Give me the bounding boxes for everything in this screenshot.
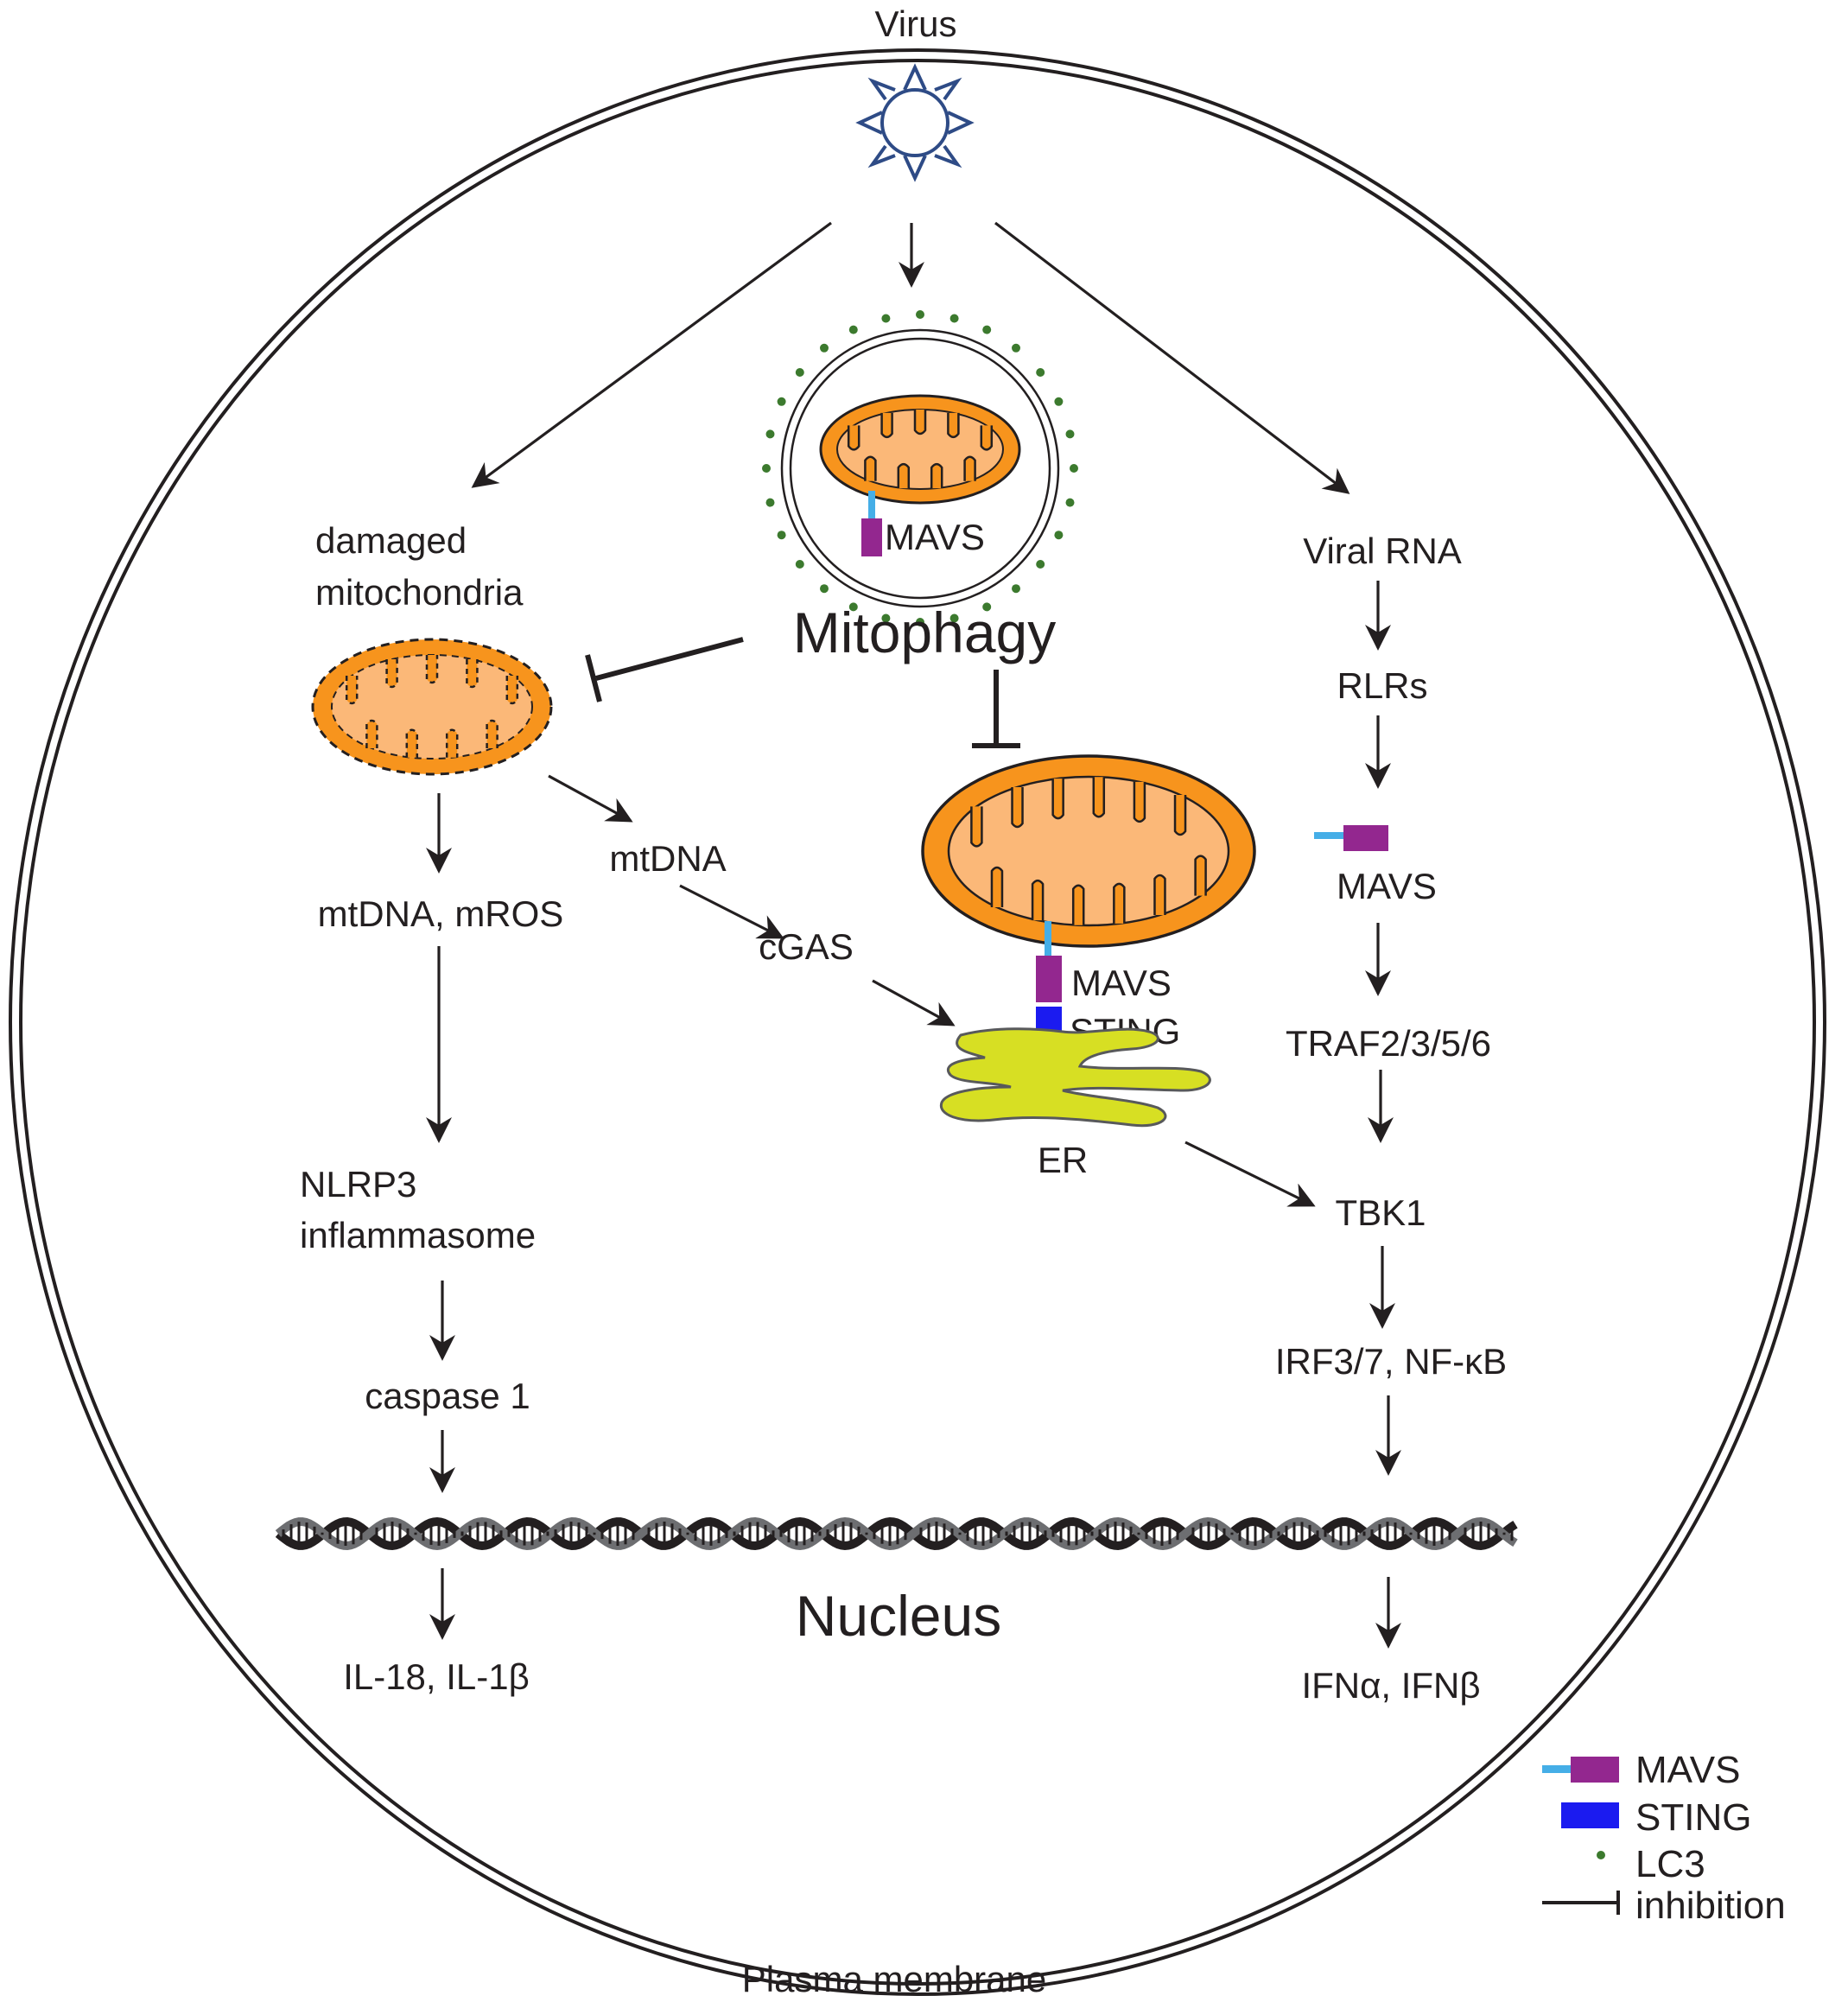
- lc3-dot: [1065, 429, 1075, 439]
- legend-mavs-label: MAVS: [1635, 1749, 1740, 1791]
- mtdna-mros-label: mtDNA, mROS: [318, 893, 564, 934]
- er-shape: [939, 1027, 1211, 1128]
- damaged-mito-label-2: mitochondria: [315, 572, 524, 613]
- legend-sting-swatch: [1561, 1802, 1619, 1828]
- arrow-er-to-tbk1: [1184, 1141, 1316, 1207]
- mavs-linker-autophagosome: [868, 491, 875, 518]
- irf-label: IRF3/7, NF-κB: [1275, 1341, 1507, 1382]
- lc3-dot: [765, 498, 775, 507]
- lc3-dot: [982, 602, 992, 612]
- arrow-cgas-to-sting: [872, 979, 956, 1026]
- il-label: IL-18, IL-1β: [343, 1656, 530, 1697]
- viral-rna-label: Viral RNA: [1303, 531, 1462, 571]
- legend-sting-label: STING: [1635, 1796, 1751, 1839]
- er-label: ER: [1038, 1140, 1088, 1180]
- lc3-dot: [762, 464, 771, 473]
- arrow-virus-to-damaged-mito: [471, 221, 832, 488]
- traf-label: TRAF2/3/5/6: [1286, 1023, 1491, 1064]
- lc3-dot: [777, 531, 786, 540]
- virus-icon: [855, 63, 975, 182]
- lc3-dot: [1070, 464, 1078, 473]
- lc3-dot: [949, 613, 959, 623]
- mitochondrion-cristae: [970, 777, 1207, 925]
- mavs-autophagosome-label: MAVS: [885, 517, 985, 557]
- lc3-dot: [881, 314, 891, 323]
- arrow-damaged-mito-to-mtdna: [548, 774, 633, 823]
- legend-lc3-dot: [1597, 1851, 1605, 1859]
- lc3-dot: [777, 397, 786, 406]
- mavs-right-label: MAVS: [1337, 866, 1437, 906]
- legend: MAVS STING LC3 inhibition: [1542, 1749, 1786, 1927]
- mavs-autophagosome: [861, 518, 882, 556]
- lc3-dot: [916, 618, 924, 626]
- virus-label: Virus: [875, 3, 957, 44]
- lc3-dot: [1065, 498, 1075, 507]
- nlrp3-label-1: NLRP3: [300, 1164, 416, 1204]
- arrow-virus-to-viral-rna: [994, 221, 1350, 494]
- lc3-dot: [916, 310, 924, 319]
- damaged-cristae: [345, 655, 519, 758]
- cgas-label: cGAS: [759, 926, 854, 967]
- lc3-dot: [881, 613, 891, 623]
- lc3-dot: [820, 343, 829, 353]
- lc3-dot: [1054, 531, 1064, 540]
- damaged-mito-label-1: damaged: [315, 520, 467, 561]
- lc3-dot: [820, 584, 829, 594]
- plasma-membrane-label: Plasma membrane: [742, 1959, 1046, 1999]
- autophagosome: [780, 328, 1060, 608]
- lc3-dot: [949, 314, 959, 323]
- inhibition-mitophagy-to-damaged-mito: [585, 637, 744, 702]
- ifn-label: IFNα, IFNβ: [1301, 1665, 1480, 1706]
- lc3-dot: [1036, 560, 1045, 569]
- lc3-dot: [1054, 397, 1064, 406]
- rlrs-label: RLRs: [1337, 665, 1427, 706]
- lc3-dot: [1012, 343, 1020, 353]
- nlrp3-label-2: inflammasome: [300, 1215, 536, 1255]
- lc3-dots: [762, 310, 1078, 626]
- legend-inhibition-label: inhibition: [1635, 1884, 1786, 1927]
- arrow-mtdna-to-cgas: [679, 884, 784, 939]
- legend-mavs-swatch: [1571, 1757, 1619, 1783]
- mavs-right: [1343, 825, 1388, 851]
- caspase-label: caspase 1: [365, 1376, 530, 1416]
- tbk1-label: TBK1: [1335, 1192, 1426, 1233]
- lc3-dot: [982, 325, 992, 334]
- dna-helix: [275, 1516, 1518, 1551]
- mavs-linker-right: [1314, 832, 1343, 839]
- mavs-er-label: MAVS: [1071, 963, 1172, 1003]
- autophagosome-cristae: [847, 410, 994, 489]
- lc3-dot: [848, 602, 858, 612]
- plasma-membrane: [9, 48, 1826, 1996]
- lc3-dot: [795, 368, 804, 377]
- lc3-dot: [765, 429, 775, 439]
- lc3-dot: [848, 325, 858, 334]
- mitophagy-label: Mitophagy: [793, 601, 1057, 664]
- mitochondrion: [921, 754, 1256, 948]
- inhibition-mitophagy-to-mito: [972, 670, 1020, 748]
- mtdna-label: mtDNA: [609, 838, 726, 879]
- mavs-er: [1036, 956, 1062, 1002]
- legend-mavs-linker: [1542, 1765, 1571, 1773]
- lc3-dot: [1012, 584, 1020, 594]
- legend-lc3-label: LC3: [1635, 1843, 1705, 1885]
- mavs-linker-er: [1045, 921, 1051, 956]
- lc3-dot: [795, 560, 804, 569]
- nucleus-label: Nucleus: [796, 1584, 1001, 1648]
- lc3-dot: [1036, 368, 1045, 377]
